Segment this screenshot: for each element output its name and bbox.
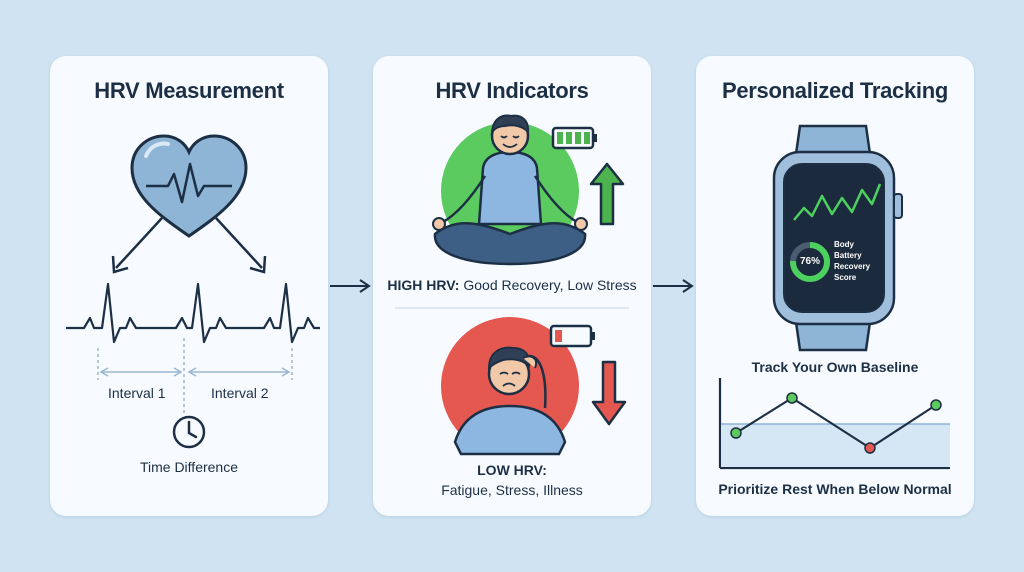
watch-hrv-trend-line	[793, 183, 882, 221]
connector-arrow-2	[653, 279, 694, 293]
footer-caption: Prioritize Rest When Below Normal	[718, 481, 952, 497]
battery-low-icon	[549, 324, 595, 348]
panel-personalized-tracking: Personalized Tracking 76% Body Battery R…	[696, 56, 974, 516]
time-difference-label: Time Difference	[139, 459, 239, 475]
panel-title: Personalized Tracking	[721, 78, 948, 103]
watch-percent-value: 76%	[799, 256, 820, 267]
baseline-label: Track Your Own Baseline	[751, 359, 919, 375]
trend-point	[786, 392, 798, 404]
personalized-tracking-illustration	[718, 124, 950, 470]
calm-person-illustration	[432, 114, 588, 266]
hrv-measurement-illustration	[66, 134, 320, 449]
high-hrv-caption: HIGH HRV: Good Recovery, Low Stress	[373, 277, 651, 293]
low-hrv-text: Fatigue, Stress, Illness	[441, 482, 583, 498]
baseline-chart	[718, 378, 950, 470]
split-arrows	[111, 217, 267, 274]
trend-point	[730, 427, 742, 439]
smartwatch-icon	[772, 124, 903, 352]
high-hrv-prefix: HIGH HRV:	[387, 277, 460, 293]
watch-score-label-line2: Battery	[834, 251, 862, 260]
arrow-up-icon	[589, 162, 625, 226]
trend-point	[930, 399, 942, 411]
high-hrv-text: Good Recovery, Low Stress	[463, 277, 637, 293]
interval-markers	[97, 338, 293, 416]
normal-range-band	[721, 424, 950, 467]
tired-person-illustration	[441, 317, 579, 456]
trend-line	[735, 396, 937, 450]
interval-1-label: Interval 1	[108, 385, 166, 401]
watch-score-label-line4: Score	[834, 273, 857, 282]
hrv-indicators-illustration	[395, 114, 629, 456]
battery-full-icon	[551, 126, 597, 150]
low-hrv-prefix: LOW HRV:	[477, 462, 547, 478]
trend-point-low	[864, 442, 876, 454]
arrow-down-icon	[591, 360, 627, 426]
interval-2-label: Interval 2	[211, 385, 269, 401]
ecg-waveform	[66, 282, 320, 344]
clock-icon	[172, 415, 206, 449]
watch-score-label-line1: Body	[834, 240, 854, 249]
panel-title: HRV Indicators	[435, 78, 589, 103]
heart-icon	[130, 134, 248, 238]
panel-title: HRV Measurement	[94, 78, 284, 103]
connector-arrow-1	[330, 279, 371, 293]
panel-hrv-measurement: HRV Measurement Inter	[50, 56, 328, 516]
panel-hrv-indicators: HRV Indicators	[373, 56, 651, 516]
watch-recovery-gauge	[790, 242, 830, 282]
watch-score-label-line3: Recovery	[834, 262, 871, 271]
